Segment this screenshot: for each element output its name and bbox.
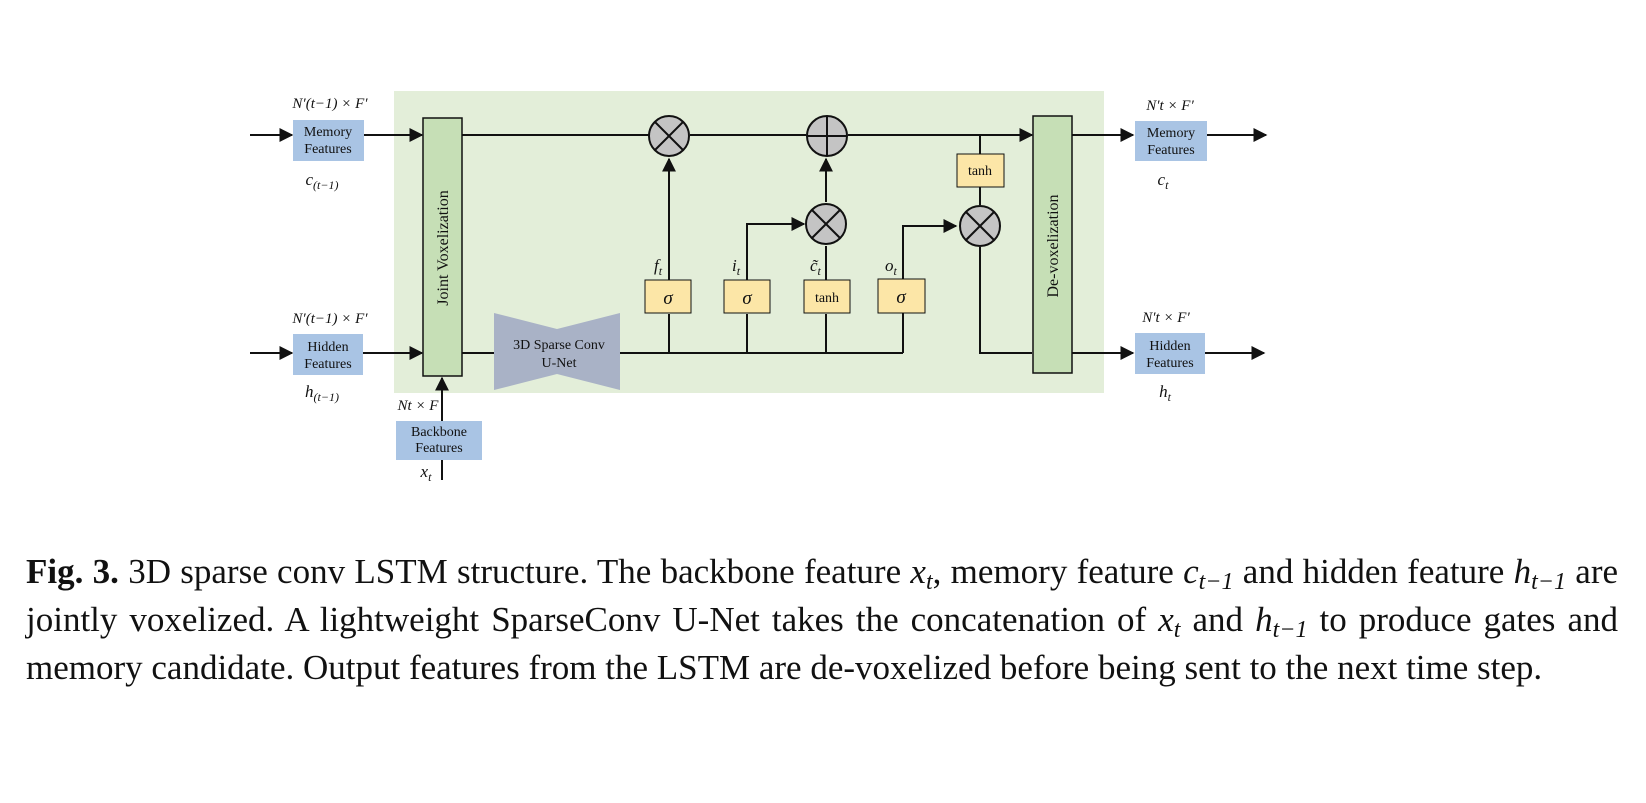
hidden-features-in: Hidden Features — [293, 334, 363, 375]
memory-out-symbol: ct — [1158, 170, 1170, 192]
hidden-out-shape: N′t × F′ — [1141, 310, 1190, 326]
svg-text:Features: Features — [1147, 143, 1194, 158]
multiply-output-icon — [959, 205, 1001, 247]
svg-text:De-voxelization: De-voxelization — [1045, 194, 1062, 297]
svg-text:tanh: tanh — [968, 164, 992, 179]
connections — [250, 128, 1268, 480]
svg-text:Memory: Memory — [1147, 126, 1195, 141]
tanh-output: tanh — [956, 153, 1005, 188]
candidate-gate: tanh — [803, 279, 851, 314]
candidate-gate-symbol: c̃t — [810, 256, 822, 278]
hidden-in-symbol: h(t−1) — [305, 382, 339, 404]
svg-text:tanh: tanh — [815, 291, 839, 306]
output-gate-symbol: ot — [885, 256, 898, 278]
figure-label: Fig. 3. — [26, 552, 119, 591]
memory-out-shape: N′t × F′ — [1145, 98, 1194, 114]
multiply-forget-icon — [648, 115, 690, 157]
output-gate: σ — [877, 278, 926, 314]
backbone-symbol: xt — [420, 462, 433, 484]
svg-text:Joint Voxelization: Joint Voxelization — [435, 190, 452, 305]
svg-text:Hidden: Hidden — [307, 340, 348, 355]
svg-text:Features: Features — [415, 441, 462, 456]
figure-caption: Fig. 3. 3D sparse conv LSTM structure. T… — [26, 552, 1619, 687]
sparse-conv-unet: 3D Sparse Conv U-Net — [494, 313, 620, 390]
backbone-shape: Nt × F — [397, 398, 440, 414]
hidden-out-symbol: ht — [1159, 382, 1172, 404]
forget-gate: σ — [644, 279, 692, 314]
memory-in-symbol: c(t−1) — [306, 170, 339, 192]
svg-text:σ: σ — [742, 288, 752, 309]
svg-text:Memory: Memory — [304, 125, 352, 140]
memory-features-out: Memory Features — [1135, 121, 1207, 161]
svg-text:Hidden: Hidden — [1149, 339, 1190, 354]
hidden-features-out: Hidden Features — [1135, 333, 1205, 374]
memory-in-shape: N′(t−1) × F′ — [291, 96, 368, 112]
svg-text:σ: σ — [896, 287, 906, 308]
forget-gate-symbol: ft — [654, 256, 663, 278]
input-gate-symbol: it — [732, 256, 741, 278]
hidden-in-shape: N′(t−1) × F′ — [291, 311, 368, 327]
svg-text:σ: σ — [663, 288, 673, 309]
svg-text:3D Sparse Conv: 3D Sparse Conv — [513, 338, 605, 353]
add-icon — [806, 115, 848, 157]
input-gate: σ — [723, 279, 771, 314]
backbone-features: Backbone Features — [396, 421, 482, 460]
svg-text:Features: Features — [304, 142, 351, 157]
joint-voxelization: Joint Voxelization — [422, 117, 463, 377]
multiply-input-icon — [805, 203, 847, 245]
svg-text:Features: Features — [1146, 356, 1193, 371]
memory-features-in: Memory Features — [293, 120, 364, 161]
svg-text:Backbone: Backbone — [411, 425, 467, 440]
de-voxelization: De-voxelization — [1032, 115, 1073, 374]
svg-text:U-Net: U-Net — [542, 356, 577, 371]
lstm-diagram: Memory Features N′(t−1) × F′ c(t−1) Hidd… — [250, 91, 1268, 484]
svg-text:Features: Features — [304, 357, 351, 372]
